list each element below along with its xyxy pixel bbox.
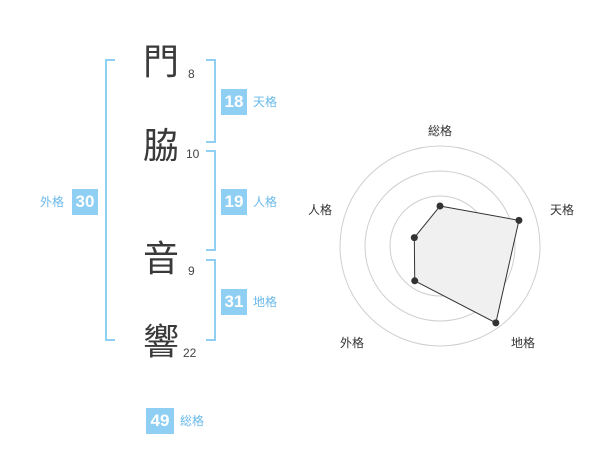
gaikaku-bracket <box>105 59 115 341</box>
chikaku-value: 31 <box>221 289 247 315</box>
radar-polygon <box>413 205 520 324</box>
radar-ring <box>364 170 516 322</box>
tenkaku-bracket <box>206 59 216 143</box>
jinkaku-value: 19 <box>221 189 247 215</box>
chikaku-bracket <box>206 259 216 341</box>
name-char-4: 響 <box>143 322 180 363</box>
gaikaku-label: 外格 <box>40 195 65 209</box>
radar-axis-label-chikaku: 地格 <box>511 336 536 350</box>
soukaku-value: 49 <box>146 408 174 434</box>
chikaku-label: 地格 <box>253 295 278 309</box>
radar-point-3 <box>411 277 419 285</box>
jinkaku-bracket <box>206 150 216 251</box>
gaikaku-value: 30 <box>72 189 98 215</box>
radar-point-0 <box>436 202 444 210</box>
radar-point-4 <box>410 234 418 242</box>
radar-axis-label-gaikaku: 外格 <box>340 336 365 350</box>
name-char-2: 脇 <box>143 126 180 167</box>
stroke-count-3: 9 <box>188 264 195 278</box>
stroke-count-1: 8 <box>188 67 195 81</box>
radar-axis-label-jinkaku: 人格 <box>308 203 333 217</box>
tenkaku-label: 天格 <box>253 95 278 109</box>
name-char-1: 門 <box>143 42 180 83</box>
jinkaku-label: 人格 <box>253 195 278 209</box>
radar-point-2 <box>492 319 500 327</box>
stroke-count-2: 10 <box>186 147 200 161</box>
soukaku-label: 総格 <box>180 414 205 428</box>
stroke-count-4: 22 <box>183 346 197 360</box>
tenkaku-value: 18 <box>221 89 247 115</box>
radar-axis-label-soukaku: 総格 <box>428 124 453 138</box>
radar-point-1 <box>515 216 523 224</box>
name-char-3: 音 <box>143 239 180 280</box>
radar-axis-label-tenkaku: 天格 <box>550 203 575 217</box>
radar-ring <box>339 145 541 347</box>
